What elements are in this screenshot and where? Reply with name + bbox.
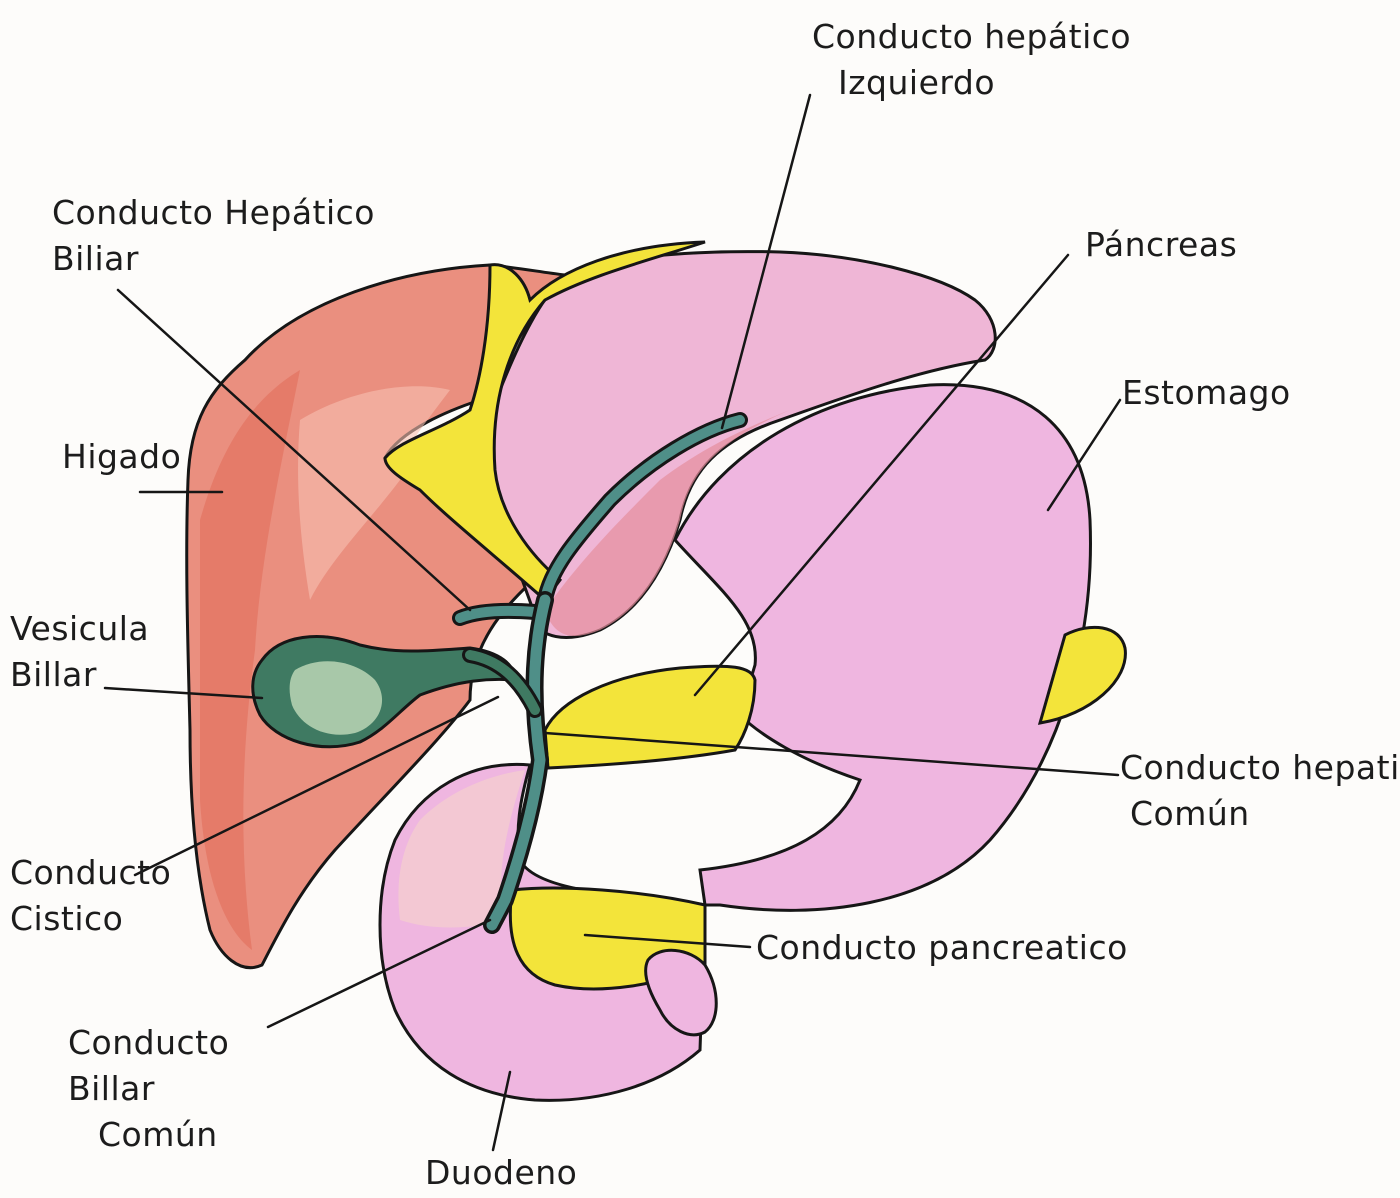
label-line: Estomago: [1122, 370, 1291, 416]
label-line: Billar: [68, 1066, 229, 1112]
label-line: Cistico: [10, 896, 171, 942]
label-conducto-hepatico-comun: Conducto hepatico Común: [1120, 745, 1400, 837]
label-line: Conducto Hepático: [52, 190, 375, 236]
stomach-shape: [675, 385, 1090, 911]
label-line: Páncreas: [1085, 222, 1237, 268]
label-line: Higado: [62, 434, 181, 480]
label-conducto-billar-comun: Conducto Billar Común: [68, 1020, 229, 1158]
label-higado: Higado: [62, 434, 181, 480]
label-pancreas: Páncreas: [1085, 222, 1237, 268]
label-line: Billar: [10, 652, 149, 698]
label-conducto-hepatico-biliar: Conducto Hepático Biliar: [52, 190, 375, 282]
label-conducto-cistico: Conducto Cistico: [10, 850, 171, 942]
label-line: Conducto hepático: [812, 14, 1131, 60]
label-duodeno: Duodeno: [425, 1150, 577, 1196]
label-estomago: Estomago: [1122, 370, 1291, 416]
pancreas-body-shape: [545, 666, 755, 768]
label-line: Biliar: [52, 236, 375, 282]
label-line: Conducto hepatico: [1120, 745, 1400, 791]
label-line: Común: [1120, 791, 1400, 837]
label-line: Conducto pancreatico: [756, 925, 1128, 971]
label-vesicula-billar: Vesicula Billar: [10, 606, 149, 698]
label-line: Conducto: [68, 1020, 229, 1066]
label-line: Duodeno: [425, 1150, 577, 1196]
label-line: Vesicula: [10, 606, 149, 652]
label-conducto-hepatico-izquierdo: Conducto hepático Izquierdo: [812, 14, 1131, 106]
label-conducto-pancreatico: Conducto pancreatico: [756, 925, 1128, 971]
label-line: Izquierdo: [812, 60, 1131, 106]
label-line: Común: [68, 1112, 229, 1158]
label-line: Conducto: [10, 850, 171, 896]
